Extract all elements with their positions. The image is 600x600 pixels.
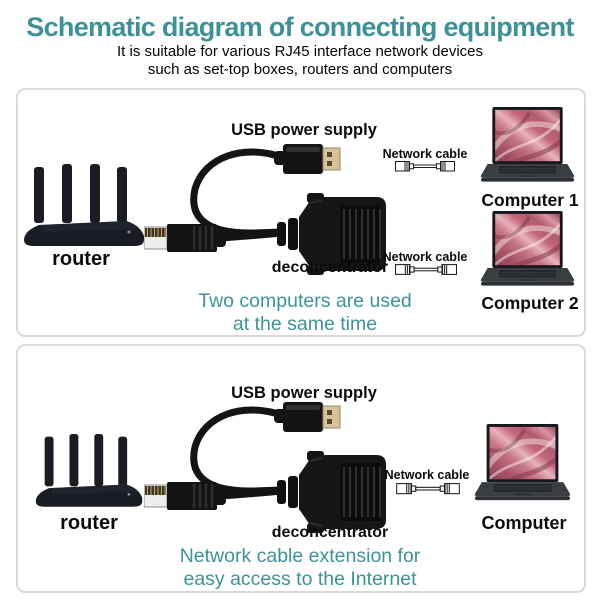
panel-caption: Two computers are used at the same time (155, 290, 455, 335)
caption-line2: at the same time (232, 312, 378, 335)
usb-power-supply-label: USB power supply (231, 121, 377, 139)
panel-one-computer: router USB power supply deconcentrator N… (16, 344, 586, 593)
network-cable-icon (396, 482, 460, 495)
laptop-illustration (480, 107, 575, 185)
computer2-label: Computer 2 (481, 293, 579, 313)
computer1-label: Computer 1 (481, 190, 579, 210)
usb-rj45-splitter-illustration (144, 385, 392, 535)
router-label: router (60, 512, 118, 534)
subtitle-line2: such as set-top boxes, routers and compu… (147, 61, 453, 78)
usb-power-supply-label: USB power supply (231, 384, 377, 402)
network-cable-label: Network cable (382, 250, 468, 264)
panel-caption: Network cable extension for easy access … (150, 545, 450, 590)
caption-line1: Network cable extension for (179, 545, 421, 567)
deconcentrator-label: deconcentrator (271, 524, 389, 541)
deconcentrator-label: deconcentrator (271, 259, 389, 276)
computer-label: Computer (481, 513, 567, 533)
laptop-illustration (480, 211, 575, 289)
router-illustration (22, 164, 146, 248)
subtitle-line1: It is suitable for various RJ45 interfac… (117, 43, 483, 60)
network-cable-label: Network cable (382, 147, 468, 161)
network-cable-icon (395, 263, 457, 276)
page-title: Schematic diagram of connecting equipmen… (26, 12, 574, 42)
router-illustration (34, 434, 144, 509)
caption-line2: easy access to the Internet (183, 567, 417, 590)
laptop-illustration (474, 424, 571, 504)
network-cable-icon (395, 160, 455, 173)
network-cable-label: Network cable (384, 468, 470, 482)
caption-line1: Two computers are used (198, 290, 412, 312)
router-label: router (52, 248, 110, 270)
panel-two-computers: router USB power supply deconcentrator N… (16, 88, 586, 337)
